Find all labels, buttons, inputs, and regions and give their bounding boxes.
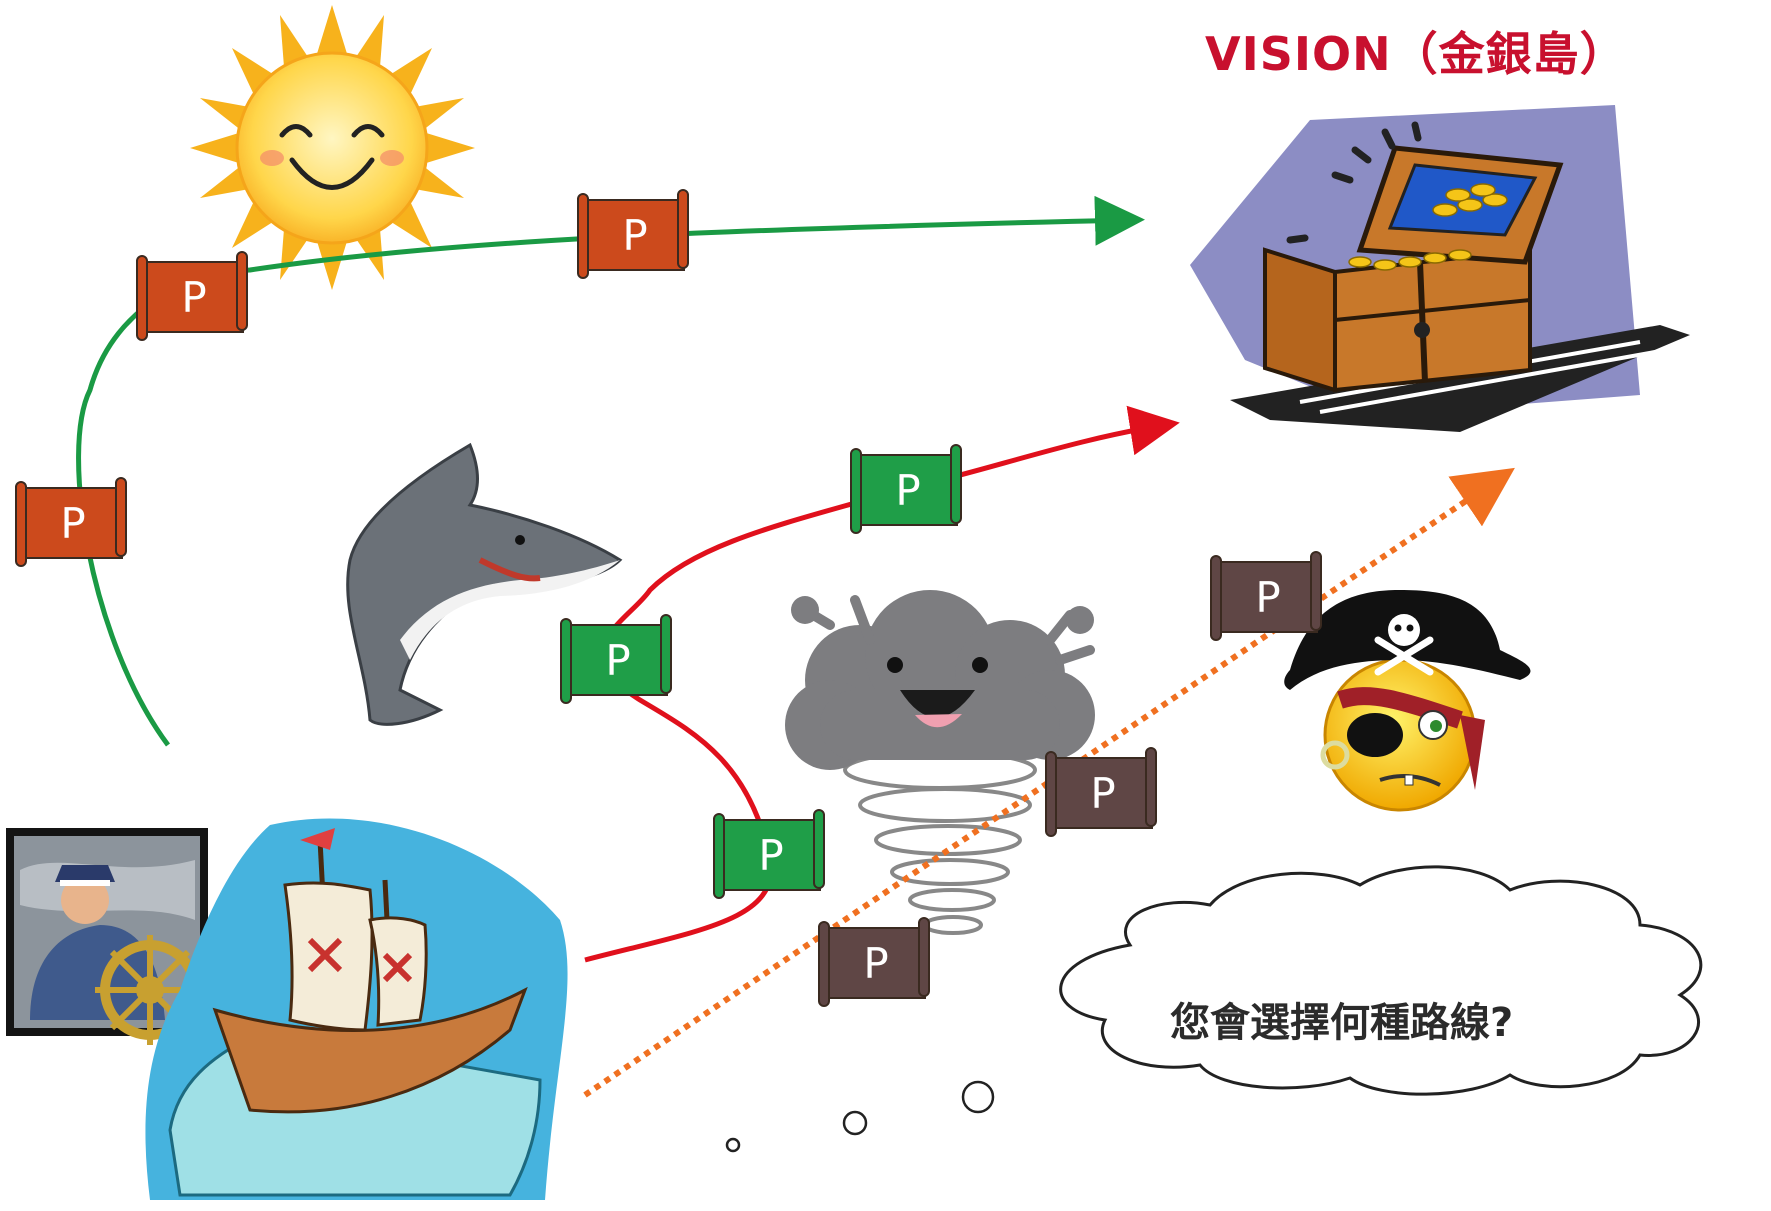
- captain-icon: [6, 828, 208, 1045]
- flag-label: P: [863, 939, 888, 988]
- ship-icon: [145, 818, 568, 1200]
- sun-icon: [190, 5, 475, 290]
- flag-label: P: [60, 499, 85, 548]
- storm-cloud-icon: [785, 590, 1095, 935]
- checkpoint-flag: P: [15, 477, 127, 567]
- shark-icon: [346, 442, 623, 726]
- checkpoint-flag: P: [713, 809, 825, 899]
- flag-label: P: [1090, 769, 1115, 818]
- checkpoint-flag: P: [1045, 747, 1157, 837]
- flag-label: P: [1255, 573, 1280, 622]
- checkpoint-flag: P: [818, 917, 930, 1007]
- orange-route: [583, 467, 1515, 1098]
- checkpoint-flag: P: [1210, 551, 1322, 641]
- question-text: 您會選擇何種路線?: [1170, 1000, 1514, 1046]
- treasure-chest-icon: [1190, 105, 1690, 432]
- checkpoint-flag: P: [136, 251, 248, 341]
- checkpoint-flag: P: [850, 444, 962, 534]
- flag-label: P: [181, 273, 206, 322]
- checkpoint-flag: P: [560, 614, 672, 704]
- flag-label: P: [758, 831, 783, 880]
- thought-cloud-icon: [725, 865, 1703, 1153]
- flag-label: P: [895, 466, 920, 515]
- pirate-icon: [1284, 590, 1531, 812]
- flag-label: P: [605, 636, 630, 685]
- checkpoint-flag: P: [577, 189, 689, 279]
- checkpoint-flags: P P P P P P P P P: [15, 189, 1322, 1007]
- flag-label: P: [622, 211, 647, 260]
- page-title: VISION（金銀島）: [1205, 27, 1627, 81]
